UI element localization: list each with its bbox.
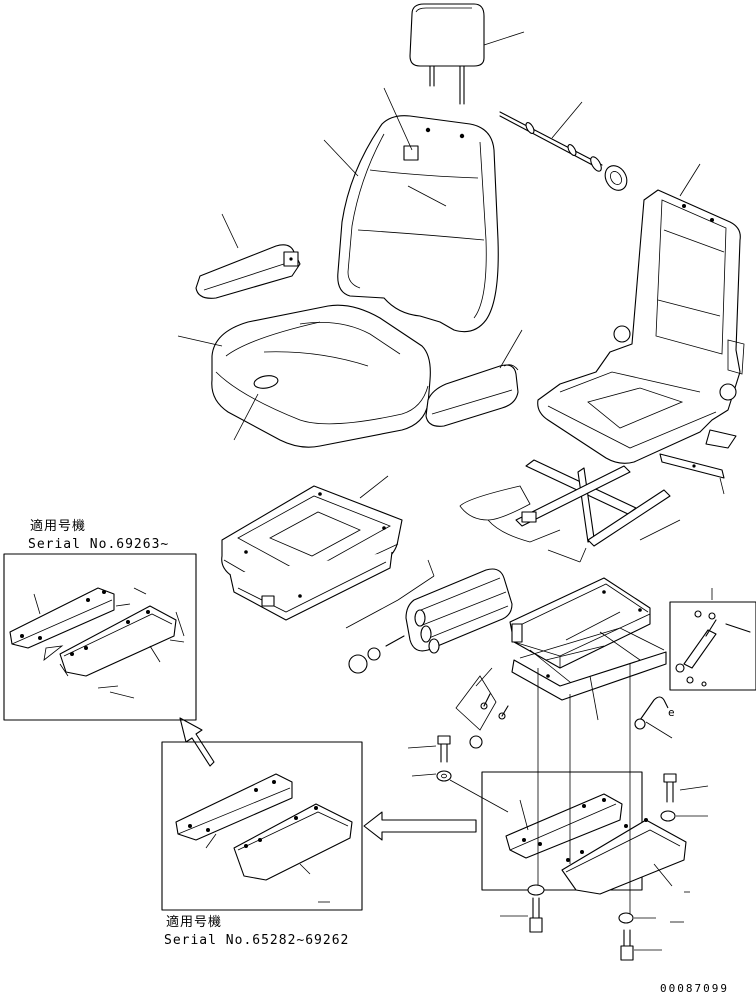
slide-rails: [459, 453, 725, 563]
lumbar-adjust-rod: [499, 101, 628, 191]
detail-box-top: [3, 553, 197, 721]
top-serial-number: Serial No.69263~: [28, 537, 169, 552]
bolt-washer-left: [407, 735, 509, 813]
shock-absorber-detail: [669, 588, 756, 691]
bottom-fasteners: [500, 884, 690, 961]
clip-pins: [455, 667, 509, 749]
roller-set: [345, 559, 513, 674]
seat-cushion: [177, 304, 431, 448]
armrest-right: [425, 329, 523, 427]
bolt-washer-right: [660, 773, 709, 822]
armrest-left: [195, 213, 301, 299]
drawing-number: 00087099: [660, 982, 729, 995]
svg-text:e: e: [668, 706, 677, 719]
headrest: [409, 3, 525, 105]
detail-box-bottom: [161, 741, 363, 911]
top-serial-label: 適用号機: [30, 518, 86, 534]
backrest-cushion: [323, 87, 499, 333]
suspension-mechanism: [509, 577, 667, 721]
lock-pin: e: [634, 696, 677, 739]
suspension-cover: [221, 475, 403, 621]
bottom-serial-number: Serial No.65282~69262: [164, 933, 349, 948]
seat-frame: [537, 163, 745, 464]
bottom-serial-label: 適用号機: [166, 914, 222, 930]
mount-brackets: [481, 664, 687, 920]
